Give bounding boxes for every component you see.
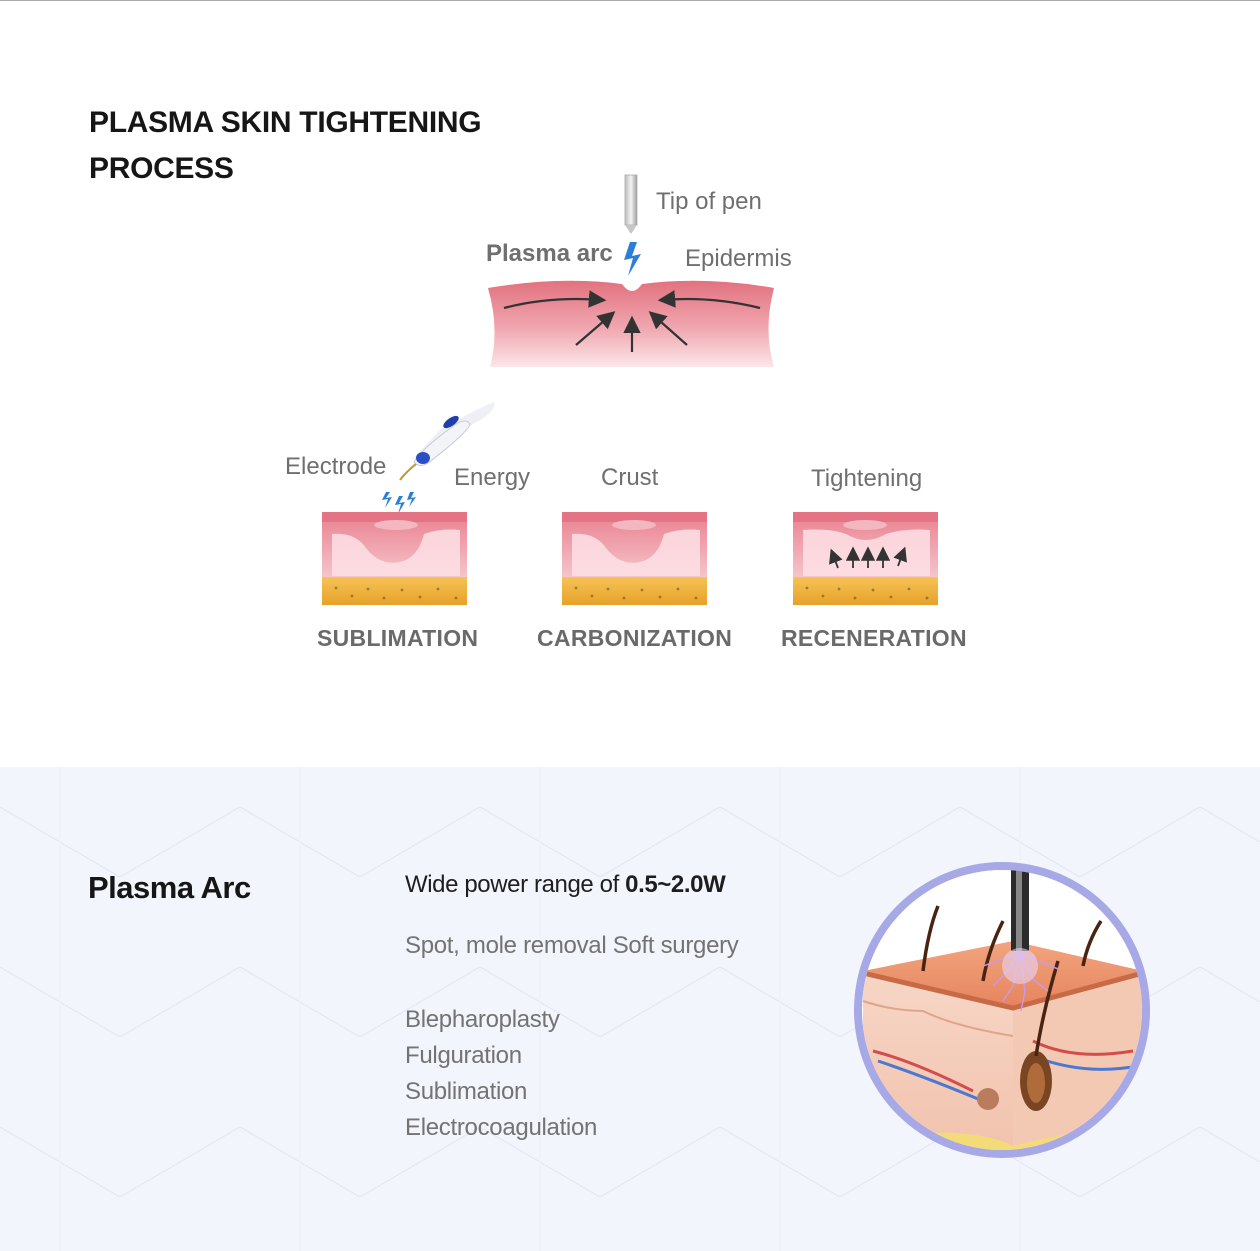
electrode-label: Electrode — [285, 453, 387, 480]
lightning-icon — [624, 242, 641, 276]
stage-block-carbonization — [562, 512, 707, 605]
power-prefix: Wide power range of — [405, 871, 626, 898]
power-value: 0.5~2.0W — [625, 871, 726, 898]
title-line-2: PROCESS — [89, 152, 234, 185]
feature-text: Spot, mole removal Soft surgery — [405, 932, 739, 959]
list-item: Sublimation — [405, 1078, 528, 1105]
sparks-icon — [382, 492, 416, 514]
stage-name-carbonization: CARBONIZATION — [537, 625, 733, 651]
tip-of-pen-label: Tip of pen — [656, 188, 762, 215]
stage-name-regeneration: RECENERATION — [781, 625, 967, 651]
stage-name-sublimation: SUBLIMATION — [317, 625, 479, 651]
epidermis-label: Epidermis — [685, 245, 792, 272]
plasma-arc-heading: Plasma Arc — [88, 870, 251, 905]
list-item: Fulguration — [405, 1042, 522, 1069]
process-title: PLASMA SKIN TIGHTENING PROCESS — [89, 100, 509, 192]
uses-list: Blepharoplasty Fulguration Sublimation E… — [405, 1002, 597, 1146]
power-range-text: Wide power range of 0.5~2.0W — [405, 871, 726, 899]
plasma-arc-label: Plasma arc — [486, 240, 613, 267]
list-item: Blepharoplasty — [405, 1006, 560, 1033]
epidermis-slab — [488, 280, 774, 367]
stage-block-sublimation — [322, 512, 467, 605]
list-item: Electrocoagulation — [405, 1114, 598, 1141]
skin-cross-section-icon — [854, 862, 1150, 1158]
energy-label: Energy — [454, 464, 531, 491]
title-line-1: PLASMA SKIN TIGHTENING — [89, 106, 482, 139]
crust-label: Crust — [601, 464, 659, 491]
tightening-label: Tightening — [811, 465, 923, 492]
fat-dots — [334, 586, 929, 600]
top-divider — [0, 0, 1260, 1]
process-diagram — [322, 174, 938, 605]
electrode-pen-icon — [399, 402, 495, 481]
plasma-arc-section: Plasma Arc Wide power range of 0.5~2.0W … — [0, 767, 1260, 1251]
stage-block-regeneration — [793, 512, 938, 605]
pen-tip-icon — [624, 174, 638, 234]
